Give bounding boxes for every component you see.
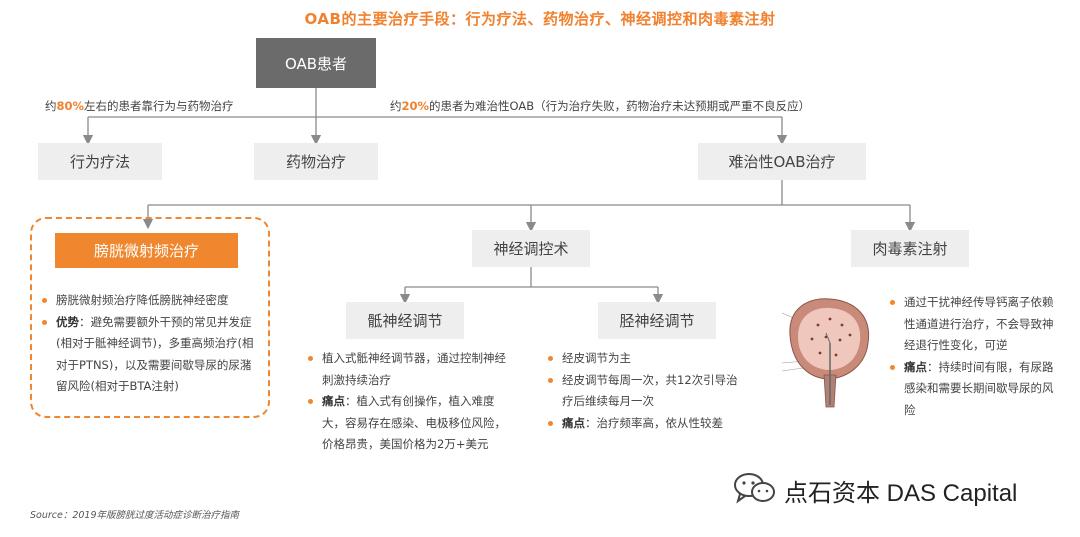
node-refractory: 难治性OAB治疗 xyxy=(698,143,866,180)
node-botox: 肉毒素注射 xyxy=(851,230,969,267)
list-item: 痛点：治疗频率高，依从性较差 xyxy=(546,413,742,435)
sacral-points: 植入式骶神经调节器，通过控制神经刺激持续治疗 痛点：植入式有创操作，植入难度大，… xyxy=(306,348,516,456)
bladder-points: 膀胱微射频治疗降低膀胱神经密度 优势：避免需要额外干预的常见并发症(相对于骶神经… xyxy=(40,290,258,398)
list-item: 通过干扰神经传导钙离子依赖性通道进行治疗，不会导致神经退行性变化，可逆 xyxy=(888,292,1060,357)
note-left-pct: 80% xyxy=(56,99,85,113)
node-tibial: 胫神经调节 xyxy=(598,302,716,339)
note-left: 约80%左右的患者靠行为与药物治疗 xyxy=(45,98,234,114)
note-right-pct: 20% xyxy=(401,99,430,113)
tibial-points: 经皮调节为主 经皮调节每周一次，共12次引导治疗后维续每月一次 痛点：治疗频率高… xyxy=(546,348,742,434)
note-right: 约20%的患者为难治性OAB（行为治疗失败，药物治疗未达预期或严重不良反应） xyxy=(390,98,810,114)
list-item: 经皮调节为主 xyxy=(546,348,742,370)
bladder-illustration xyxy=(781,298,870,408)
note-right-pre: 约 xyxy=(390,99,402,113)
botox-points: 通过干扰神经传导钙离子依赖性通道进行治疗，不会导致神经退行性变化，可逆 痛点：持… xyxy=(888,292,1060,421)
page-title: OAB的主要治疗手段：行为疗法、药物治疗、神经调控和肉毒素注射 xyxy=(304,10,776,28)
bladder-panel xyxy=(30,217,270,418)
root-node: OAB患者 xyxy=(256,38,376,88)
watermark-text: 点石资本 DAS Capital xyxy=(784,480,1018,507)
node-bladder: 膀胱微射频治疗 xyxy=(55,233,238,268)
list-item: 优势：避免需要额外干预的常见并发症(相对于骶神经调节)，多重高频治疗(相对于PT… xyxy=(40,312,258,398)
note-right-post: 的患者为难治性OAB（行为治疗失败，药物治疗未达预期或严重不良反应） xyxy=(429,99,811,113)
node-behavioral: 行为疗法 xyxy=(38,143,162,180)
source-note: Source：2019年版膀胱过度活动症诊断治疗指南 xyxy=(30,510,240,521)
node-sacral: 骶神经调节 xyxy=(346,302,464,339)
note-left-post: 左右的患者靠行为与药物治疗 xyxy=(84,99,234,113)
note-left-pre: 约 xyxy=(45,99,57,113)
node-drug: 药物治疗 xyxy=(254,143,378,180)
node-neuro: 神经调控术 xyxy=(472,230,590,267)
list-item: 膀胱微射频治疗降低膀胱神经密度 xyxy=(40,290,258,312)
list-item: 痛点：植入式有创操作，植入难度大，容易存在感染、电极移位风险，价格昂贵，美国价格… xyxy=(306,391,516,456)
list-item: 植入式骶神经调节器，通过控制神经刺激持续治疗 xyxy=(306,348,516,391)
list-item: 痛点：持续时间有限，有尿路感染和需要长期间歇导尿的风险 xyxy=(888,357,1060,422)
list-item: 经皮调节每周一次，共12次引导治疗后维续每月一次 xyxy=(546,370,742,413)
wechat-icon xyxy=(734,473,775,504)
